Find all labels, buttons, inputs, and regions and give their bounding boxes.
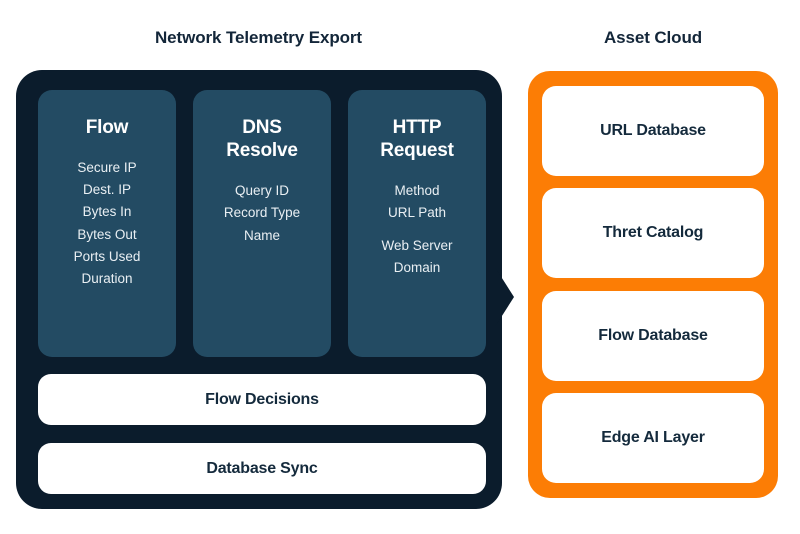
asset-card-edge-ai-layer[interactable]: Edge AI Layer	[542, 392, 764, 483]
list-item: Web Server Domain	[381, 237, 453, 275]
telemetry-card-flow-title: Flow	[85, 117, 129, 138]
asset-card-edge-ai-layer-label: Edge AI Layer	[601, 428, 705, 446]
list-item: Name	[243, 227, 280, 243]
bar-database-sync-label: Database Sync	[206, 459, 318, 477]
left-section-title: Network Telemetry Export	[154, 28, 362, 47]
bar-flow-decisions-label: Flow Decisions	[205, 390, 319, 408]
asset-card-url-database-label: URL Database	[600, 122, 706, 139]
asset-card-thret-catalog-label: Thret Catalog	[602, 224, 704, 242]
list-item: Query ID	[234, 183, 289, 199]
telemetry-card-flow[interactable]: Flow Secure IP Dest. IP Bytes In Bytes O…	[38, 90, 176, 357]
telemetry-card-http-request-title: HTTP Request	[380, 117, 454, 162]
list-item: Bytes Out	[77, 226, 137, 242]
asset-card-flow-database-label: Flow Database	[598, 326, 708, 344]
telemetry-card-flow-list: Secure IP Dest. IP Bytes In Bytes Out Po…	[46, 157, 168, 290]
telemetry-card-dns-resolve[interactable]: DNS Resolve Query ID Record Type Name	[193, 90, 331, 357]
asset-card-flow-database[interactable]: Flow Database	[542, 290, 764, 381]
telemetry-card-dns-resolve-title: DNS Resolve	[226, 117, 298, 162]
list-item: URL Path	[387, 205, 447, 221]
telemetry-card-http-request[interactable]: HTTP Request Method URL Path Web Server …	[348, 90, 486, 357]
asset-card-url-database[interactable]: URL Database	[542, 86, 764, 176]
bar-database-sync[interactable]: Database Sync	[38, 443, 486, 494]
telemetry-card-row: Flow Secure IP Dest. IP Bytes In Bytes O…	[38, 90, 486, 357]
right-section-title: Asset Cloud	[603, 28, 703, 47]
list-item: Method	[394, 183, 440, 199]
list-item: Bytes In	[82, 204, 132, 220]
bar-flow-decisions[interactable]: Flow Decisions	[38, 374, 486, 425]
list-item: Dest. IP	[82, 182, 131, 198]
telemetry-card-dns-resolve-list: Query ID Record Type Name	[201, 180, 323, 246]
list-item: Duration	[81, 270, 133, 286]
asset-card-thret-catalog[interactable]: Thret Catalog	[542, 188, 764, 279]
list-item: Secure IP	[77, 160, 137, 176]
asset-cloud-panel: URL Database Thret Catalog Flow Database…	[528, 71, 778, 498]
list-item: Ports Used	[73, 248, 141, 264]
list-item: Record Type	[223, 205, 301, 221]
telemetry-card-http-request-list: Method URL Path Web Server Domain	[356, 180, 478, 279]
